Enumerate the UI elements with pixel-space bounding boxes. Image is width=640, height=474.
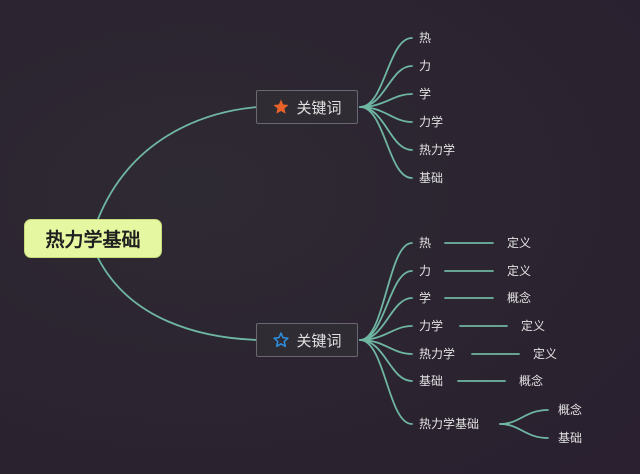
branch2-node[interactable]: 力 — [419, 264, 432, 278]
filled-star-icon — [272, 98, 290, 116]
branch2-node[interactable]: 学 — [419, 291, 432, 305]
branch1-node[interactable]: 力 — [419, 59, 432, 73]
branch2-child-node[interactable]: 概念 — [519, 374, 544, 388]
branch2-child-node[interactable]: 定义 — [507, 236, 532, 250]
branch2-node[interactable]: 力学 — [419, 319, 444, 333]
outline-star-icon — [272, 331, 290, 349]
branch2-child-node[interactable]: 概念 — [558, 403, 583, 417]
root-topic-label: 热力学基础 — [45, 229, 141, 251]
keyword-topic-2[interactable]: 关键词 — [256, 323, 358, 357]
branch2-child-node[interactable]: 定义 — [533, 347, 558, 361]
branch1-node[interactable]: 基础 — [419, 171, 444, 185]
keyword-topic-1-label: 关键词 — [296, 98, 342, 117]
branch2-node[interactable]: 基础 — [419, 374, 444, 388]
branch1-node[interactable]: 力学 — [419, 115, 444, 129]
branch2-child-node[interactable]: 基础 — [558, 431, 583, 445]
keyword-topic-1[interactable]: 关键词 — [256, 90, 358, 124]
branch1-node[interactable]: 热力学 — [419, 143, 456, 157]
branch2-node[interactable]: 热力学 — [419, 347, 456, 361]
branch1-node[interactable]: 热 — [419, 31, 432, 45]
branch2-child-node[interactable]: 概念 — [507, 291, 532, 305]
branch2-node[interactable]: 热力学基础 — [419, 417, 480, 431]
branch2-node[interactable]: 热 — [419, 236, 432, 250]
branch2-child-node[interactable]: 定义 — [507, 264, 532, 278]
root-topic[interactable]: 热力学基础 — [24, 219, 162, 258]
keyword-topic-2-label: 关键词 — [296, 331, 342, 350]
branch2-child-node[interactable]: 定义 — [521, 319, 546, 333]
branch1-node[interactable]: 学 — [419, 87, 432, 101]
